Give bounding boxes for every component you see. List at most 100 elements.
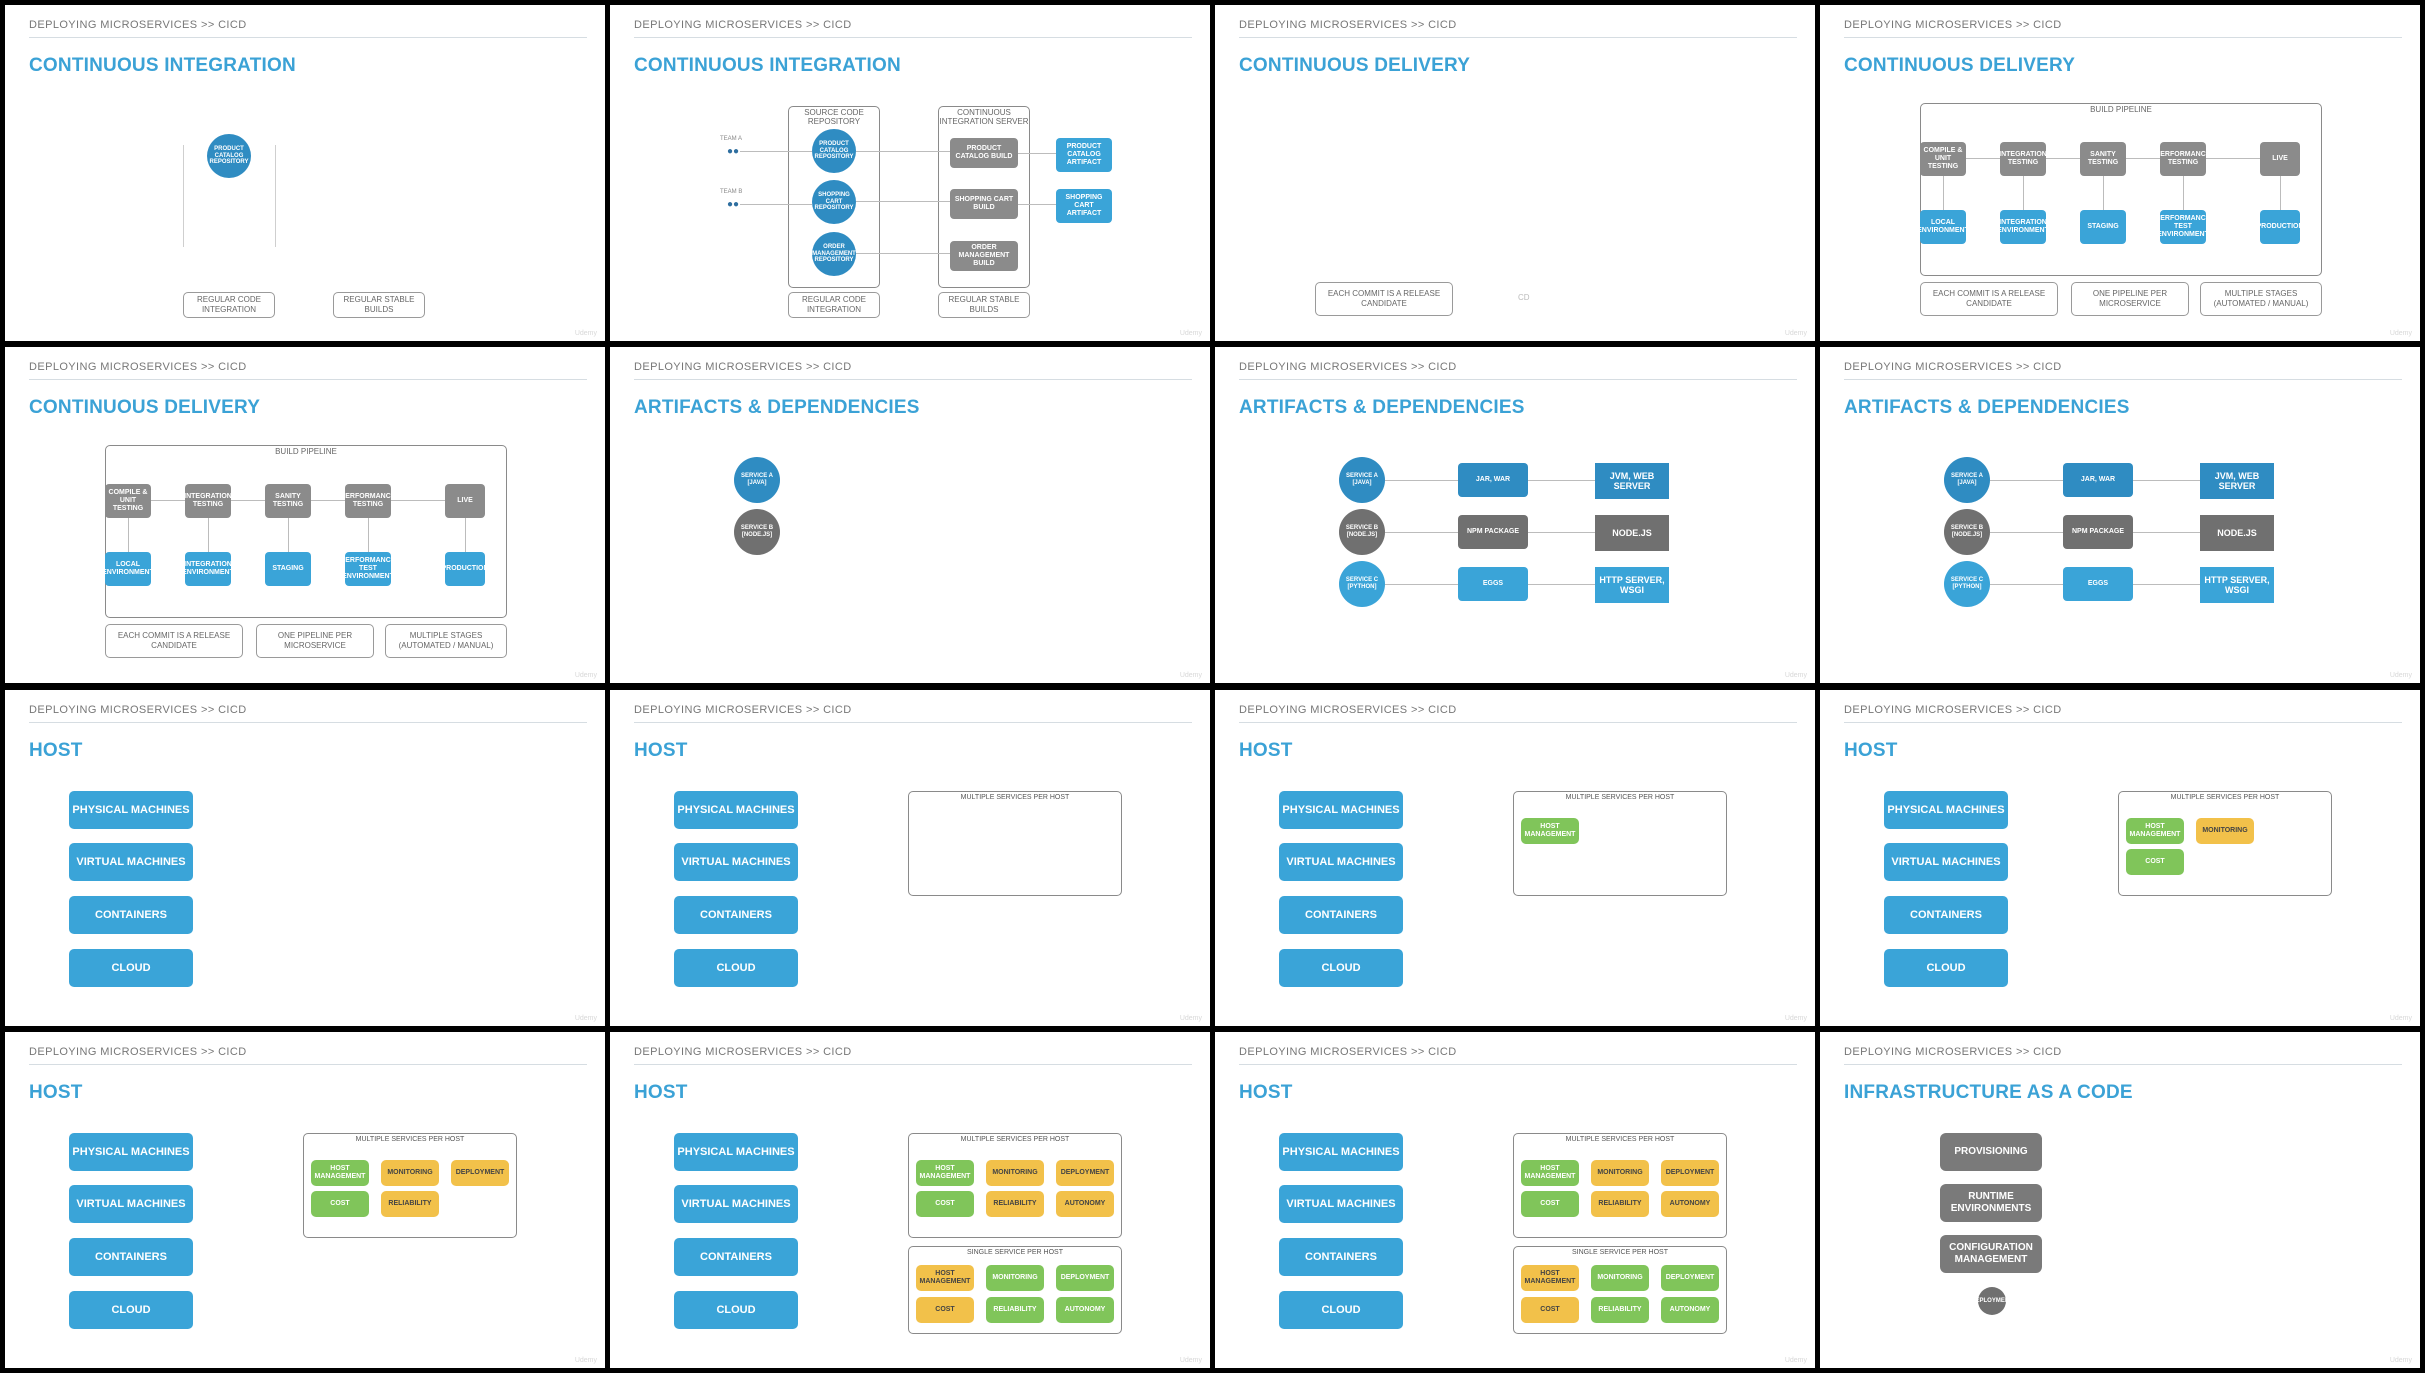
slide: DEPLOYING MICROSERVICES >> CICD ARTIFACT…	[1215, 347, 1815, 683]
slide-content: DEPLOYING MICROSERVICES >> CICD CONTINUO…	[1215, 5, 1815, 341]
watermark: Udemy	[2389, 672, 2412, 679]
watermark: Udemy	[1784, 1015, 1807, 1022]
header-divider	[1844, 37, 2402, 38]
header-divider	[1844, 722, 2402, 723]
slide-title: ARTIFACTS & DEPENDENCIES	[634, 397, 920, 418]
slide: DEPLOYING MICROSERVICES >> CICD HOST PHY…	[5, 1032, 605, 1368]
provisioning-box: PROVISIONING	[1940, 1133, 2042, 1171]
header-divider	[29, 379, 587, 380]
multiple-services-frame: MULTIPLE SERVICES PER HOST HOST MANAGEME…	[303, 1133, 517, 1238]
slide-title: CONTINUOUS DELIVERY	[1844, 55, 2076, 76]
watermark: Udemy	[1179, 672, 1202, 679]
single-service-label: SINGLE SERVICE PER HOST	[967, 1249, 1063, 1256]
slide: DEPLOYING MICROSERVICES >> CICD INFRASTR…	[1820, 1032, 2420, 1368]
deployment-tag: DEPLOYMENT	[1056, 1265, 1114, 1291]
watermark: Udemy	[574, 330, 597, 337]
multiple-services-frame: MULTIPLE SERVICES PER HOST HOST MANAGEME…	[1513, 791, 1727, 896]
single-service-label: SINGLE SERVICE PER HOST	[1572, 1249, 1668, 1256]
watermark: Udemy	[1784, 1357, 1807, 1364]
cost-tag: COST	[2126, 849, 2184, 875]
configuration-box: CONFIGURATION MANAGEMENT	[1940, 1235, 2042, 1273]
cost-tag: COST	[916, 1191, 974, 1217]
deployment-tag: DEPLOYMENT	[1056, 1160, 1114, 1186]
slide: DEPLOYING MICROSERVICES >> CICD CONTINUO…	[1820, 5, 2420, 341]
watermark: Udemy	[574, 1357, 597, 1364]
team-a-label: TEAM A	[720, 136, 743, 142]
virtual-machines-button: VIRTUAL MACHINES	[69, 843, 193, 881]
host-management-tag: HOST MANAGEMENT	[2126, 818, 2184, 844]
product-build-box: PRODUCT CATALOG BUILD	[950, 138, 1018, 168]
slide-header: DEPLOYING MICROSERVICES >> CICD	[1844, 19, 2062, 31]
host-management-tag: HOST MANAGEMENT	[916, 1160, 974, 1186]
header-divider	[634, 37, 1192, 38]
slide: DEPLOYING MICROSERVICES >> CICD CONTINUO…	[610, 5, 1210, 341]
slide: DEPLOYING MICROSERVICES >> CICD HOST PHY…	[1215, 690, 1815, 1026]
slide-header: DEPLOYING MICROSERVICES >> CICD	[1239, 19, 1457, 31]
eggs-box: EGGS	[2063, 567, 2133, 601]
slide-content: DEPLOYING MICROSERVICES >> CICD HOST PHY…	[610, 1032, 1210, 1368]
header-divider	[634, 722, 1192, 723]
cost-tag: COST	[311, 1191, 369, 1217]
env-performance: PERFORMANCE TEST ENVIRONMENT	[341, 552, 395, 586]
containers-button: CONTAINERS	[674, 1238, 798, 1276]
slide: DEPLOYING MICROSERVICES >> CICD HOST PHY…	[610, 690, 1210, 1026]
watermark: Udemy	[1179, 1357, 1202, 1364]
each-commit-pill: EACH COMMIT IS A RELEASE CANDIDATE	[105, 624, 243, 658]
cloud-button: CLOUD	[674, 1291, 798, 1329]
env-production: PRODUCTION	[441, 552, 489, 586]
slide: DEPLOYING MICROSERVICES >> CICD HOST PHY…	[610, 1032, 1210, 1368]
host-management-tag: HOST MANAGEMENT	[311, 1160, 369, 1186]
header-divider	[634, 379, 1192, 380]
physical-machines-button: PHYSICAL MACHINES	[1279, 1133, 1403, 1171]
containers-button: CONTAINERS	[1279, 1238, 1403, 1276]
virtual-machines-button: VIRTUAL MACHINES	[674, 1185, 798, 1223]
cost-tag: COST	[1521, 1297, 1579, 1323]
physical-machines-button: PHYSICAL MACHINES	[1279, 791, 1403, 829]
shopping-repo-circle: SHOPPING CART REPOSITORY	[812, 180, 856, 224]
eggs-box: EGGS	[1458, 567, 1528, 601]
regular-builds-pill: REGULAR STABLE BUILDS	[938, 292, 1030, 318]
reliability-tag: RELIABILITY	[986, 1191, 1044, 1217]
slide-header: DEPLOYING MICROSERVICES >> CICD	[1844, 704, 2062, 716]
order-repo-circle: ORDER MANAGEMENT REPOSITORY	[812, 232, 856, 276]
reliability-tag: RELIABILITY	[1591, 1297, 1649, 1323]
watermark: Udemy	[574, 1015, 597, 1022]
cd-badge: CD	[1518, 293, 1530, 302]
slide-content: DEPLOYING MICROSERVICES >> CICD HOST PHY…	[610, 690, 1210, 1026]
build-pipeline-frame	[105, 445, 507, 618]
virtual-machines-button: VIRTUAL MACHINES	[69, 1185, 193, 1223]
regular-integration-pill: REGULAR CODE INTEGRATION	[183, 292, 275, 318]
autonomy-tag: AUTONOMY	[1056, 1191, 1114, 1217]
http-box: HTTP SERVER, WSGI	[1595, 567, 1669, 603]
slide: DEPLOYING MICROSERVICES >> CICD HOST PHY…	[1820, 690, 2420, 1026]
slide-header: DEPLOYING MICROSERVICES >> CICD	[29, 704, 247, 716]
header-divider	[1239, 1064, 1797, 1065]
stage-compile: COMPILE & UNIT TESTING	[105, 484, 151, 518]
cost-tag: COST	[1521, 1191, 1579, 1217]
slide-content: DEPLOYING MICROSERVICES >> CICD CONTINUO…	[1820, 5, 2420, 341]
virtual-machines-button: VIRTUAL MACHINES	[1279, 843, 1403, 881]
stage-sanity: SANITY TESTING	[2080, 142, 2126, 176]
deployment-badge: DEPLOYMENT	[1971, 1287, 2013, 1315]
multiple-services-frame: MULTIPLE SERVICES PER HOST	[908, 791, 1122, 896]
slide-content: DEPLOYING MICROSERVICES >> CICD HOST PHY…	[1820, 690, 2420, 1026]
env-performance: PERFORMANCE TEST ENVIRONMENT	[2156, 210, 2210, 244]
slide-title: HOST	[29, 740, 83, 761]
slide-content: DEPLOYING MICROSERVICES >> CICD HOST PHY…	[5, 690, 605, 1026]
header-divider	[1239, 379, 1797, 380]
containers-button: CONTAINERS	[1279, 896, 1403, 934]
env-staging: STAGING	[265, 552, 311, 586]
slide-content: DEPLOYING MICROSERVICES >> CICD HOST PHY…	[1215, 1032, 1815, 1368]
jar-box: JAR, WAR	[1458, 463, 1528, 497]
physical-machines-button: PHYSICAL MACHINES	[1884, 791, 2008, 829]
virtual-machines-button: VIRTUAL MACHINES	[1279, 1185, 1403, 1223]
slide-title: CONTINUOUS DELIVERY	[29, 397, 261, 418]
runtime-box: RUNTIME ENVIRONMENTS	[1940, 1184, 2042, 1222]
team-a-icon: ●●	[727, 146, 740, 157]
slide-title: HOST	[1239, 1082, 1293, 1103]
physical-machines-button: PHYSICAL MACHINES	[674, 791, 798, 829]
multiple-services-label: MULTIPLE SERVICES PER HOST	[2170, 794, 2280, 801]
reliability-tag: RELIABILITY	[381, 1191, 439, 1217]
slide-header: DEPLOYING MICROSERVICES >> CICD	[634, 1046, 852, 1058]
